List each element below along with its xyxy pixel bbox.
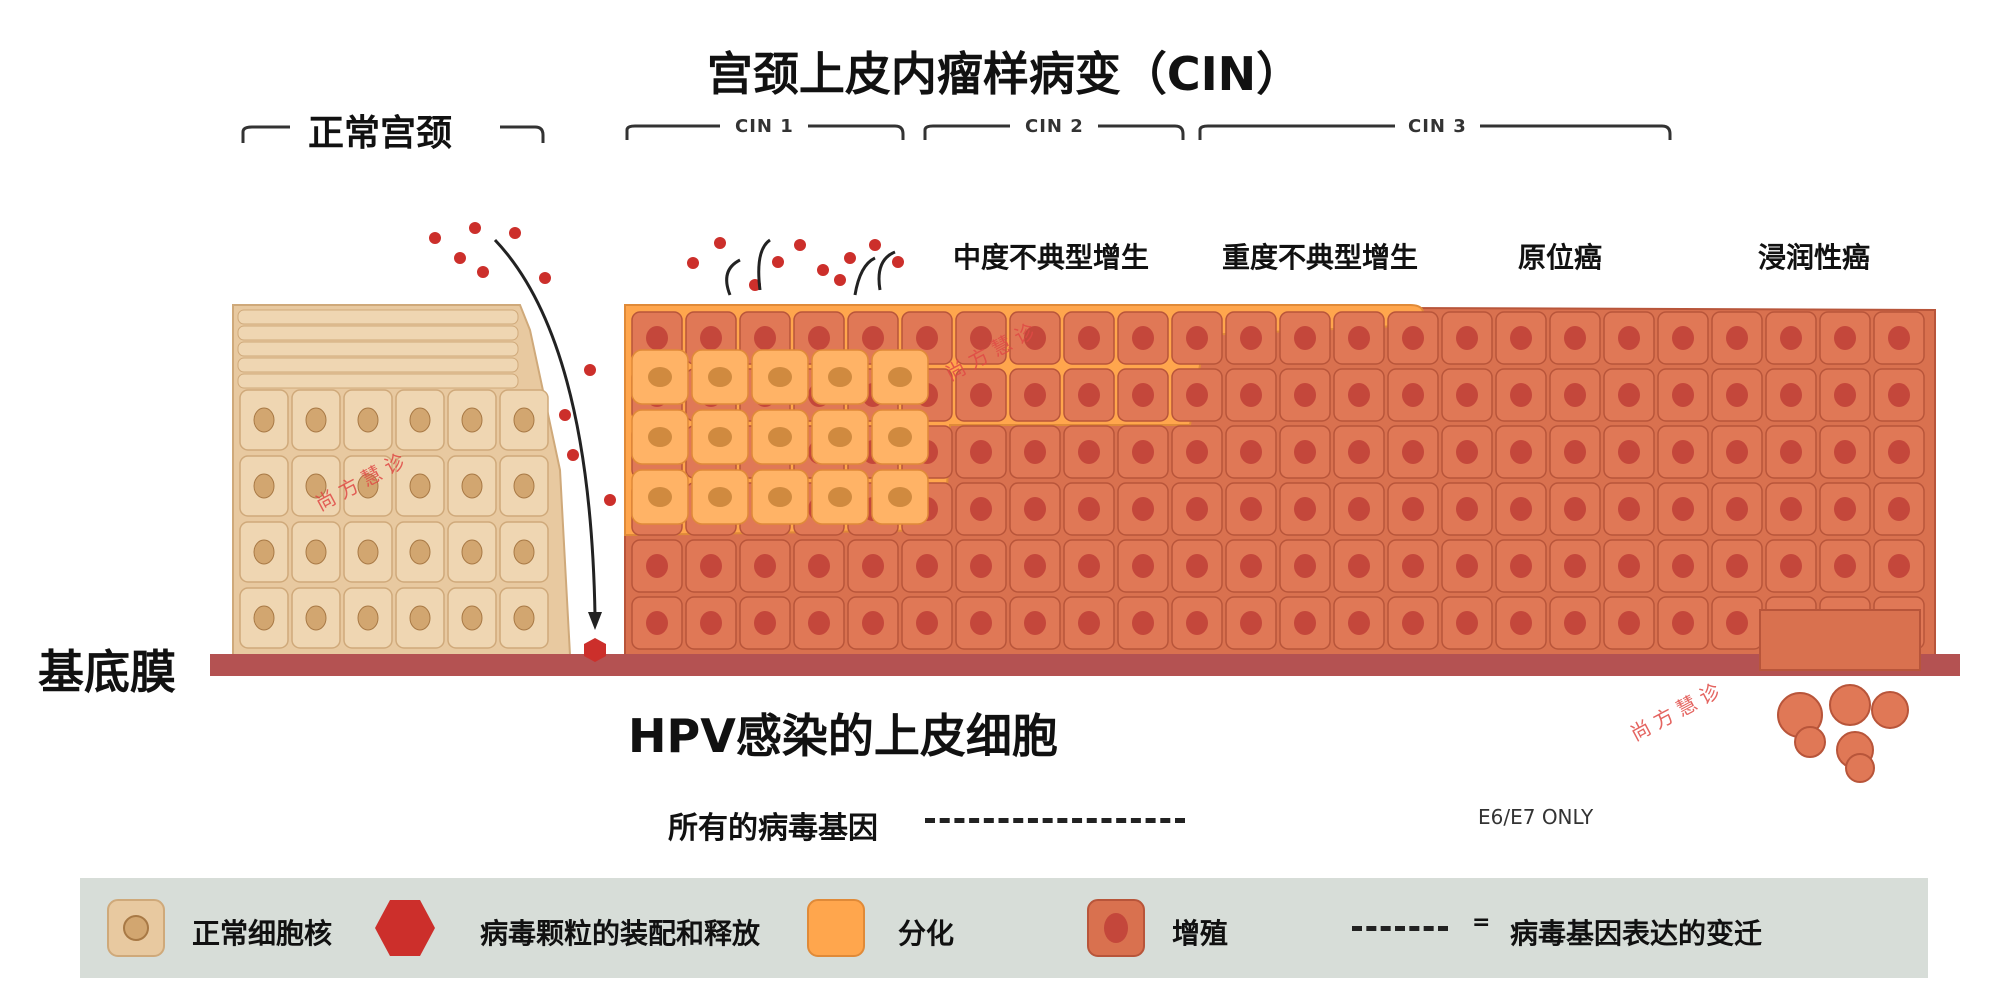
legend-equals: =	[1472, 910, 1491, 935]
page-title: 宫颈上皮内瘤样病变（CIN）	[706, 47, 1303, 101]
bracket-cin2	[923, 124, 1185, 140]
bracket-normal	[241, 125, 545, 143]
legend-dashed-line	[1352, 926, 1448, 931]
all-genes-dashed-line	[925, 818, 1185, 823]
all-viral-genes-label: 所有的病毒基因	[668, 811, 878, 846]
legend-virus-assembly: 病毒颗粒的装配和释放	[480, 917, 761, 950]
virus-particles	[429, 222, 904, 506]
bracket-cin3	[1198, 124, 1672, 140]
normal-epithelium	[232, 304, 572, 656]
release-arrows	[725, 238, 896, 296]
differentiation-icon	[807, 899, 865, 957]
e6e7-label: E6/E7 ONLY	[1478, 805, 1594, 829]
legend-differentiation: 分化	[898, 917, 955, 950]
hpv-infected-label: HPV感染的上皮细胞	[628, 709, 1058, 763]
bracket-cin1	[625, 124, 905, 140]
stage-invasive-cancer: 浸润性癌	[1758, 241, 1871, 274]
legend-gene-transition: 病毒基因表达的变迁	[1510, 917, 1763, 950]
basement-membrane-label: 基底膜	[38, 645, 176, 699]
infection-arrow-head	[588, 612, 602, 630]
basement-membrane	[210, 654, 1960, 676]
normal-cervix-label: 正常宫颈	[308, 113, 453, 154]
legend-bar: 正常细胞核 病毒颗粒的装配和释放 分化 增殖 = 病毒基因表达的变迁	[80, 878, 1928, 978]
cin-epithelium	[624, 303, 1936, 656]
stage-severe-dysplasia: 重度不典型增生	[1222, 241, 1419, 274]
stage-carcinoma-in-situ: 原位癌	[1518, 241, 1603, 274]
legend-proliferation: 增殖	[1172, 917, 1229, 950]
legend-icons	[107, 899, 1145, 957]
cin2-label: CIN 2	[1025, 116, 1084, 137]
cin3-label: CIN 3	[1408, 116, 1467, 137]
differentiated-cells	[631, 349, 929, 525]
invasive-cells	[1777, 684, 1909, 783]
stage-moderate-dysplasia: 中度不典型增生	[953, 241, 1150, 274]
virus-particle-icon	[375, 900, 435, 956]
infection-arrow	[493, 238, 597, 616]
top-brackets	[241, 124, 1672, 143]
normal-cells	[237, 309, 549, 649]
entry-virus	[584, 638, 606, 662]
legend-normal-nucleus: 正常细胞核	[192, 917, 333, 950]
cin1-label: CIN 1	[735, 116, 794, 137]
